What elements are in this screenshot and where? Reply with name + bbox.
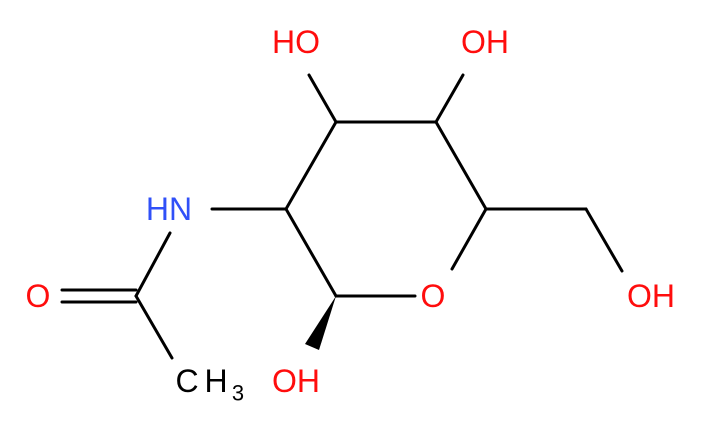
bond-carbonyl-methyl <box>134 294 174 360</box>
atom-methyl-c: C <box>175 363 198 399</box>
atom-oh-top-left: HO <box>272 24 320 60</box>
bond-c5-ring-o <box>450 207 488 271</box>
bond-c6-oh <box>584 207 624 273</box>
substituent-bonds <box>60 73 624 360</box>
bond-n-carbonyl-c <box>134 231 172 298</box>
atom-ring-oxygen: O <box>421 278 446 314</box>
atom-nh: HN <box>146 191 192 227</box>
atom-methyl-subscript: 3 <box>232 381 244 406</box>
atom-oh-right: OH <box>627 278 675 314</box>
atom-oh-top-right: OH <box>461 24 509 60</box>
atom-labels: HO OH HN O OH O OH C H 3 <box>26 24 675 406</box>
bond-c4-oh <box>434 73 465 124</box>
bond-c3-oh <box>307 73 338 124</box>
bond-c4-c5 <box>434 120 488 211</box>
atom-oh-bottom: OH <box>272 363 320 399</box>
atom-methyl-h: H <box>204 363 227 399</box>
bond-c1-c2 <box>284 207 338 298</box>
ring-bonds <box>284 120 488 298</box>
atom-carbonyl-oxygen: O <box>26 278 51 314</box>
bond-c2-c3 <box>284 120 338 211</box>
wedge-bond-c1-oh <box>305 296 336 350</box>
